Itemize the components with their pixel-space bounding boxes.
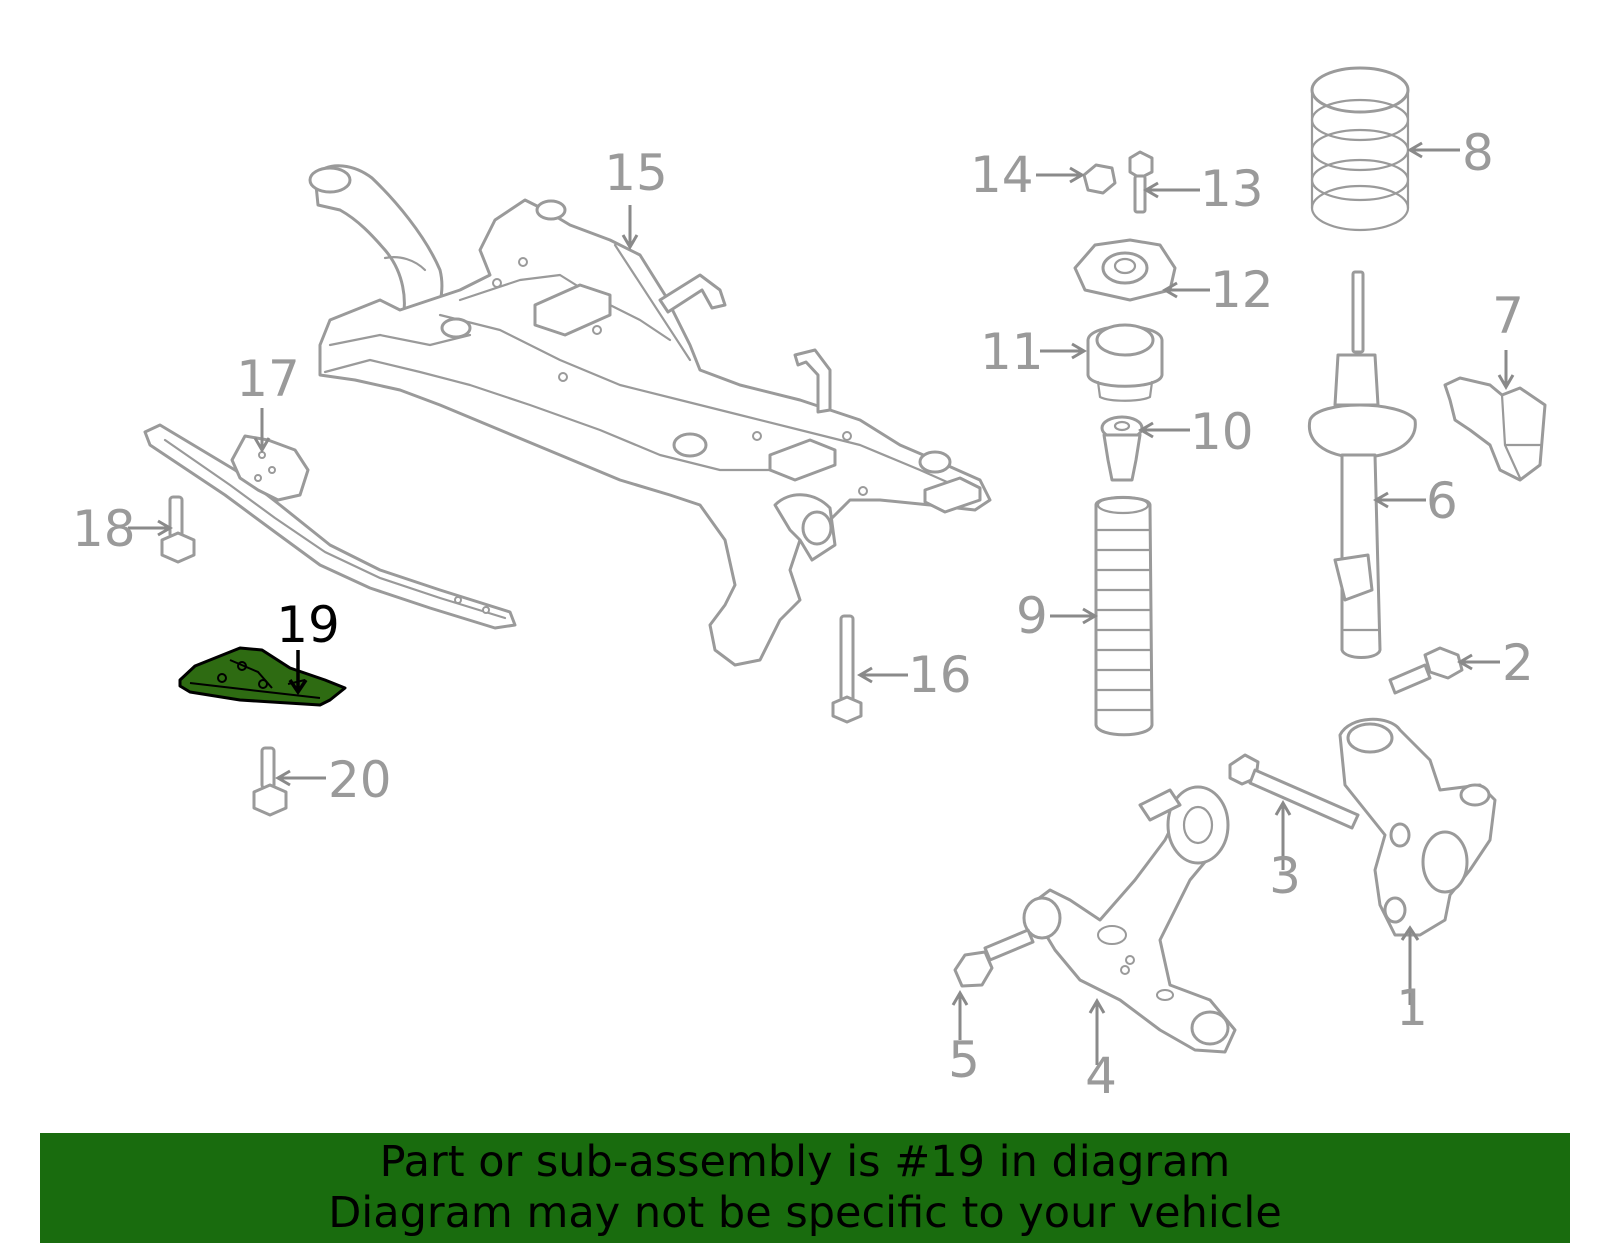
part-18-bolt[interactable] [160,495,196,564]
part-19-bracket[interactable] [178,646,347,707]
part-13-bolt[interactable] [1128,150,1154,214]
callout-label-9: 9 [1016,587,1048,645]
callout-label-8: 8 [1462,124,1494,182]
callout-label-15: 15 [604,144,668,202]
callout-label-6: 6 [1426,472,1458,530]
part-1-knuckle[interactable] [1338,717,1497,937]
callout-label-14: 14 [970,146,1034,204]
info-banner: Part or sub-assembly is #19 in diagram D… [40,1133,1570,1243]
banner-line-disclaimer: Diagram may not be specific to your vehi… [328,1188,1282,1238]
part-8-coil-spring[interactable] [1310,66,1410,232]
part-7-bracket[interactable] [1443,376,1547,482]
part-14-nut[interactable] [1082,163,1117,195]
part-15-subframe[interactable] [308,164,992,667]
callout-label-17: 17 [236,350,300,408]
callout-label-18: 18 [72,500,136,558]
part-5-bolt[interactable] [953,928,1035,988]
callout-label-12: 12 [1210,261,1274,319]
callout-label-13: 13 [1200,160,1264,218]
part-10-bump-stop[interactable] [1100,415,1144,482]
part-6-strut[interactable] [1307,270,1417,659]
banner-line-part: Part or sub-assembly is #19 in diagram [379,1137,1231,1187]
callout-label-3: 3 [1269,847,1301,905]
part-4-control-arm[interactable] [1022,785,1237,1054]
part-17-brace-bar[interactable] [143,423,517,630]
callout-label-10: 10 [1190,403,1254,461]
callout-label-19: 19 [276,596,340,654]
callout-labels: 1 2 3 4 5 6 7 8 9 10 11 12 13 14 15 16 1… [72,124,1534,1105]
callout-label-20: 20 [328,751,392,809]
callout-label-5: 5 [948,1031,980,1089]
part-12-strut-mount[interactable] [1073,238,1177,302]
callout-leaders [128,141,1515,1065]
part-9-dust-boot[interactable] [1094,495,1154,737]
callout-label-1: 1 [1396,979,1428,1037]
callout-label-4: 4 [1085,1047,1117,1105]
part-20-bolt[interactable] [252,746,288,817]
callout-label-11: 11 [980,323,1044,381]
part-3-bolt[interactable] [1228,753,1360,830]
callout-label-2: 2 [1502,634,1534,692]
callout-label-16: 16 [908,646,972,704]
part-16-bolt[interactable] [831,614,863,724]
part-11-bearing[interactable] [1086,323,1164,402]
part-2-bolt[interactable] [1388,646,1464,695]
callout-label-7: 7 [1492,287,1524,345]
